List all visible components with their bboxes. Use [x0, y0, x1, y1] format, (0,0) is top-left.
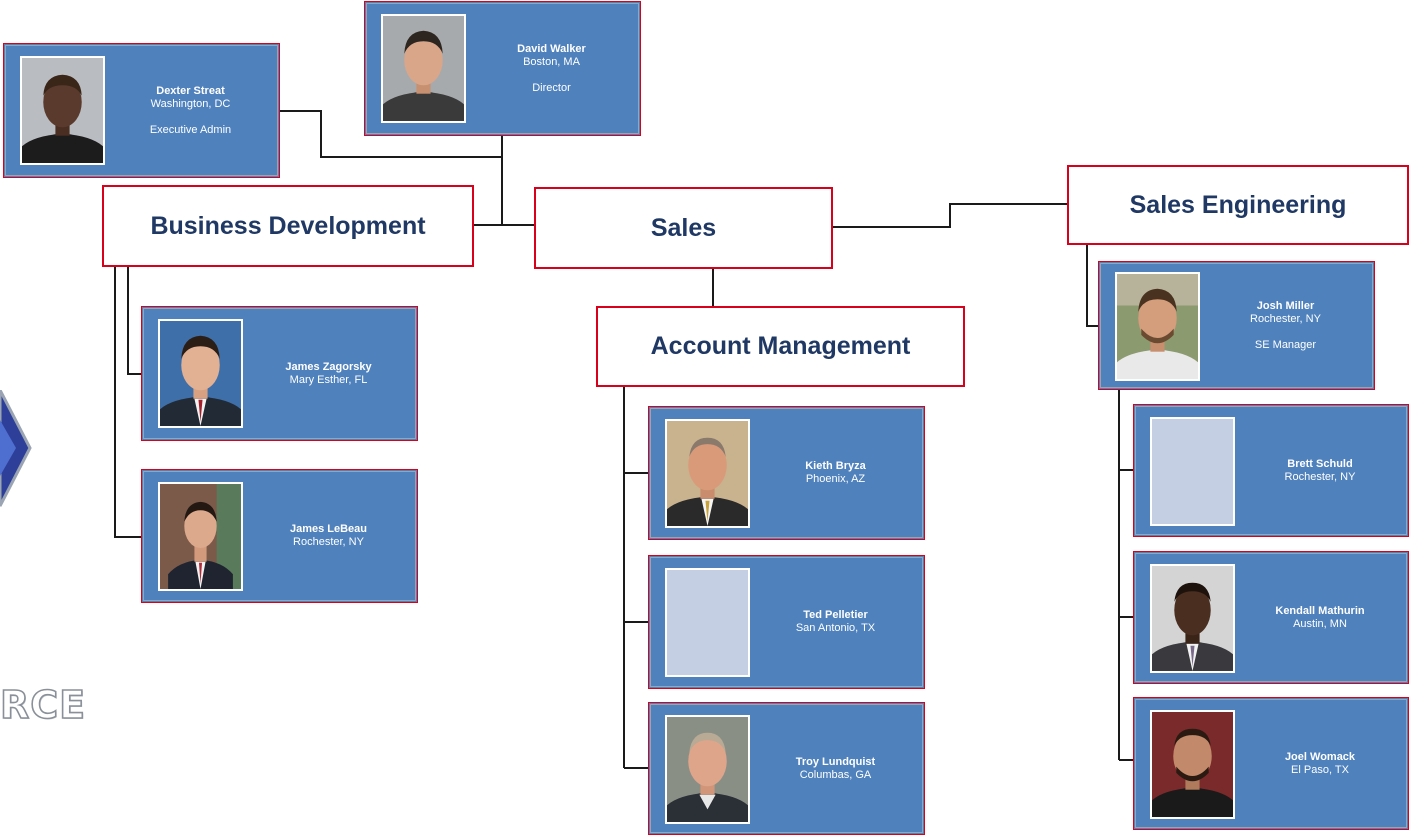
person-photo [158, 319, 243, 428]
dept-business-development-label: Business Development [150, 211, 426, 240]
person-location: Columbas, GA [799, 768, 872, 781]
person-title: Director [532, 81, 571, 94]
person-photo [665, 715, 750, 824]
connector-director-sales [501, 136, 534, 226]
person-photo [381, 14, 466, 123]
person-photo [20, 56, 105, 165]
connector-bizdev-zagorsky [127, 267, 141, 375]
person-info: Kieth Bryza Phoenix, AZ [753, 407, 918, 539]
person-info: James LeBeau Rochester, NY [246, 470, 411, 602]
person-info: David Walker Boston, MA Director [469, 2, 634, 135]
person-location: San Antonio, TX [795, 622, 876, 634]
person-info: Troy Lundquist Columbas, GA [753, 703, 918, 834]
person-name: Josh Miller [1256, 299, 1315, 312]
person-location: Phoenix, AZ [805, 473, 866, 485]
dept-sales-engineering[interactable]: Sales Engineering [1067, 165, 1409, 245]
person-info: Kendall Mathurin Austin, MN [1238, 552, 1402, 683]
person-name: James Zagorsky [285, 360, 372, 373]
person-location: Rochester, NY [293, 536, 364, 548]
person-title: Executive Admin [149, 123, 232, 136]
company-logo-text: RCE [0, 682, 87, 728]
photo-placeholder [665, 568, 750, 677]
person-name: Troy Lundquist [795, 755, 876, 768]
person-name: David Walker [517, 42, 586, 55]
person-location: Rochester, NY [1250, 312, 1321, 325]
person-location: Austin, MN [1293, 617, 1347, 630]
person-info: Josh Miller Rochester, NY SE Manager [1203, 262, 1368, 389]
person-info: James Zagorsky Mary Esther, FL [246, 307, 411, 440]
person-location: El Paso, TX [1291, 763, 1349, 776]
person-card-james-zagorsky[interactable]: James Zagorsky Mary Esther, FL [141, 306, 418, 441]
dept-account-management-label: Account Management [650, 332, 911, 360]
connector-sales-se [833, 203, 1067, 228]
person-location: Boston, MA [523, 55, 580, 68]
dept-account-management[interactable]: Account Management [596, 306, 965, 387]
dept-sales-label: Sales [650, 213, 717, 242]
person-card-kieth-bryza[interactable]: Kieth Bryza Phoenix, AZ [648, 406, 925, 540]
person-title: SE Manager [1254, 338, 1317, 351]
person-photo [1150, 710, 1235, 819]
person-location: Washington, DC [150, 97, 231, 110]
company-logo [0, 390, 32, 507]
connector-bizdev-lebeau [114, 267, 141, 538]
person-name: Joel Womack [1284, 750, 1356, 763]
person-card-david-walker[interactable]: David Walker Boston, MA Director [364, 1, 641, 136]
person-card-josh-miller[interactable]: Josh Miller Rochester, NY SE Manager [1098, 261, 1375, 390]
person-info: Ted Pelletier San Antonio, TX [753, 556, 918, 688]
person-card-kendall-mathurin[interactable]: Kendall Mathurin Austin, MN [1133, 551, 1409, 684]
person-card-ted-pelletier[interactable]: Ted Pelletier San Antonio, TX [648, 555, 925, 689]
person-photo [1115, 272, 1200, 381]
dept-business-development[interactable]: Business Development [102, 185, 474, 267]
person-info: Brett Schuld Rochester, NY [1238, 405, 1402, 536]
person-photo [158, 482, 243, 591]
person-card-brett-schuld[interactable]: Brett Schuld Rochester, NY [1133, 404, 1409, 537]
person-card-james-lebeau[interactable]: James LeBeau Rochester, NY [141, 469, 418, 603]
person-name: Kieth Bryza [805, 460, 866, 472]
dept-sales[interactable]: Sales [534, 187, 833, 269]
dept-sales-engineering-label: Sales Engineering [1129, 190, 1347, 219]
person-name: Dexter Streat [156, 84, 225, 97]
person-name: Ted Pelletier [803, 609, 868, 621]
connector-se-miller [1086, 244, 1098, 327]
person-photo [665, 419, 750, 528]
person-location: Mary Esther, FL [289, 373, 368, 386]
photo-placeholder [1150, 417, 1235, 526]
person-card-dexter-streat[interactable]: Dexter Streat Washington, DC Executive A… [3, 43, 280, 178]
person-location: Rochester, NY [1284, 470, 1356, 483]
person-name: Brett Schuld [1287, 457, 1353, 470]
person-card-troy-lundquist[interactable]: Troy Lundquist Columbas, GA [648, 702, 925, 835]
person-info: Joel Womack El Paso, TX [1238, 698, 1402, 829]
connector-admin [280, 110, 502, 158]
person-name: James LeBeau [289, 523, 368, 535]
person-info: Dexter Streat Washington, DC Executive A… [108, 44, 273, 177]
person-card-joel-womack[interactable]: Joel Womack El Paso, TX [1133, 697, 1409, 830]
person-photo [1150, 564, 1235, 673]
person-name: Kendall Mathurin [1275, 604, 1365, 617]
